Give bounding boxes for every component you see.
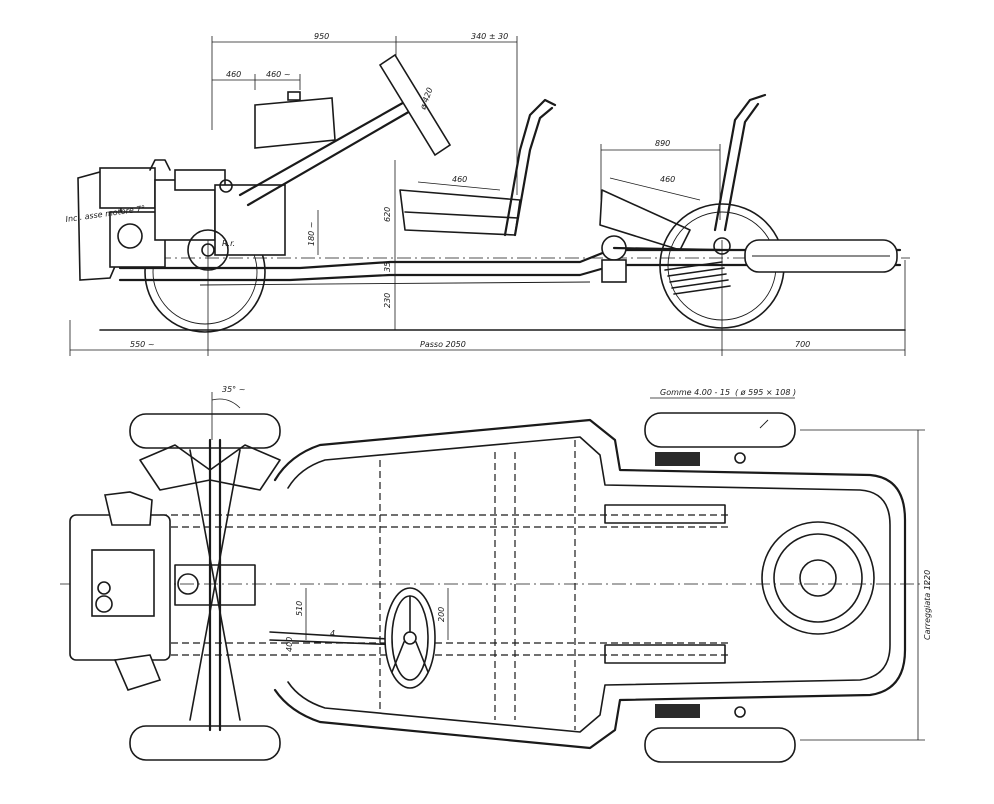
rear-spring-side — [601, 235, 731, 295]
h-230: 230 — [383, 293, 392, 308]
rear-seat-length-dim: 890 — [655, 139, 670, 148]
dim-4: 4 — [330, 629, 335, 638]
dim-700: 700 — [795, 340, 810, 349]
steer-angle: 35° ~ — [222, 385, 245, 394]
dim-550: 550 ~ — [130, 340, 155, 349]
frame-rails-side — [85, 248, 910, 286]
track-dimension: Carreggiata 1220 — [800, 429, 932, 741]
dim-460a: 460 — [226, 70, 241, 79]
engine-plan — [69, 491, 256, 691]
spare-wheel-plan — [761, 521, 875, 635]
steer-wheel-dim: ø 420 — [418, 86, 435, 111]
dim-950: 950 — [314, 32, 329, 41]
tyre-spec-alt: ( ø 595 × 108 ) — [735, 388, 796, 397]
rear-tyres-plan: Gomme 4.00 - 15 ( ø 595 × 108 ) — [644, 388, 796, 763]
h-180: 180 ~ — [307, 221, 316, 246]
inner-dimensions-plan: 200 510 400 4 — [285, 588, 449, 652]
rear-springs-plan — [655, 452, 746, 718]
height-dimensions: 620 35 230 180 ~ — [307, 160, 396, 330]
chassis-rails-plan — [160, 504, 730, 664]
body-outline-plan — [273, 418, 907, 750]
steering-column-side: ø 420 — [238, 53, 452, 207]
plan-view: Gomme 4.00 - 15 ( ø 595 × 108 ) — [60, 385, 932, 763]
steering-wheel-plan — [384, 587, 436, 689]
rear-seat-dim: 460 — [660, 175, 675, 184]
tyre-spec: Gomme 4.00 - 15 — [660, 388, 730, 397]
dim-340: 340 ± 30 — [471, 32, 508, 41]
track-carreggiata: Carreggiata 1220 — [923, 570, 932, 640]
dim-200: 200 — [437, 607, 446, 622]
h-620: 620 — [383, 207, 392, 222]
dim-passo: Passo 2050 — [420, 340, 466, 349]
dim-510: 510 — [295, 601, 304, 616]
h-35: 35 — [383, 262, 392, 272]
engine-side: Incl. asse motore 7° R.r. — [65, 159, 286, 281]
rear-seat-side: 890 460 — [599, 93, 767, 251]
front-tyres-plan — [129, 413, 281, 761]
r-label: R.r. — [222, 239, 235, 248]
bottom-dimensions: 550 ~ Passo 2050 700 — [69, 240, 906, 356]
front-seat-side: 460 — [399, 98, 557, 237]
front-seat-dim: 460 — [452, 175, 467, 184]
spare-wheel-side — [744, 239, 898, 273]
fuel-tank-side — [254, 91, 336, 149]
dim-460b: 460 ~ — [266, 70, 291, 79]
side-elevation-view: 950 340 ± 30 460 460 ~ — [65, 32, 910, 356]
dim-400: 400 — [285, 637, 294, 652]
front-axle-plan: 35° ~ — [189, 385, 406, 732]
top-dimensions: 950 340 ± 30 460 460 ~ — [211, 32, 518, 195]
